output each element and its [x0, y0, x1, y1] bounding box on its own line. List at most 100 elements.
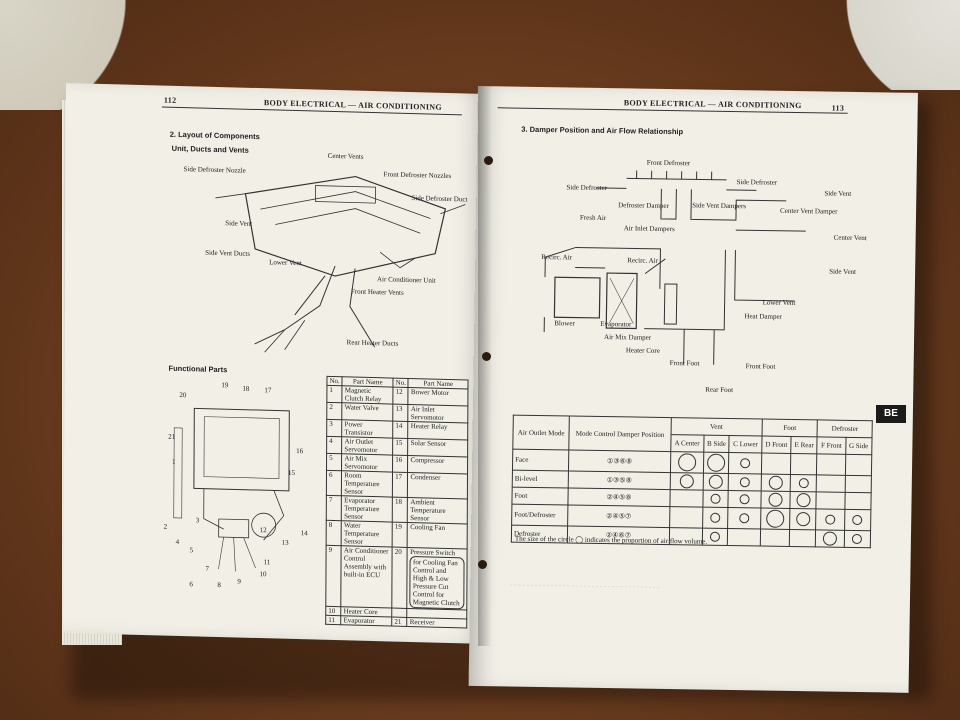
- label-rear-foot: Rear Foot: [705, 385, 734, 395]
- flow-volume-circle: [708, 474, 723, 489]
- flow-cell: [760, 507, 791, 530]
- label-recirc-air-left: Recirc. Air: [541, 253, 573, 262]
- label-blower: Blower: [554, 319, 575, 328]
- flow-cell: [727, 528, 761, 546]
- callout-21: 21: [168, 432, 176, 441]
- flow-volume-circle: [852, 514, 863, 526]
- cell: 13: [392, 404, 409, 422]
- flow-volume-circle: [798, 478, 809, 489]
- flow-volume-circle: [740, 458, 751, 469]
- cell: Evaporator: [341, 615, 392, 627]
- flow-cell: [844, 492, 872, 510]
- callout-8: 8: [217, 580, 221, 590]
- header-foot: Foot: [761, 419, 818, 437]
- label-front-foot-right: Front Foot: [745, 362, 776, 371]
- label-defroster-damper: Defroster Damper: [618, 201, 669, 211]
- callout-20: 20: [179, 390, 187, 400]
- flow-cell: [844, 509, 871, 531]
- cell: Air Conditioner Control Assembly with bu…: [341, 545, 393, 609]
- book-gutter: [478, 86, 492, 646]
- label-side-defroster-duct: Side Defroster Duct: [411, 194, 468, 204]
- circle-footnote: The size of the circle ◯ indicates the p…: [514, 534, 708, 546]
- cell: 20: [391, 547, 408, 609]
- label-air-conditioner-unit: Air Conditioner Unit: [376, 275, 436, 285]
- flow-volume-circle: [677, 453, 696, 472]
- cell: Cooling Fan: [407, 522, 468, 550]
- cell: Heater Relay: [408, 421, 468, 441]
- airflow-table: Air Outlet Mode Mode Control Damper Posi…: [511, 415, 873, 549]
- flow-volume-circle: [739, 513, 750, 524]
- flow-cell: [790, 474, 817, 492]
- subheader-5: F Front: [817, 436, 846, 455]
- label-side-defroster-right: Side Defroster: [736, 178, 778, 187]
- label-air-mix-damper: Air Mix Damper: [604, 333, 652, 342]
- section-tab-be: BE: [876, 405, 906, 423]
- callout-5: 5: [189, 546, 194, 555]
- flow-volume-circle: [825, 514, 836, 525]
- background-corner-right: [840, 0, 960, 90]
- flow-cell: [670, 451, 704, 474]
- damper-position-cell: ①③⑤⑧: [568, 470, 671, 490]
- cell: Condenser: [407, 472, 468, 500]
- flow-cell: [760, 528, 790, 547]
- flow-cell: [816, 508, 845, 531]
- cell: 2: [326, 402, 343, 420]
- left-page-number: 112: [163, 95, 177, 105]
- cell: 7: [326, 495, 342, 521]
- flow-volume-circle: [710, 512, 721, 523]
- mode-cell: Face: [512, 449, 569, 471]
- callout-14: 14: [300, 529, 308, 538]
- flow-cell: [790, 491, 817, 509]
- flow-cell: [702, 452, 730, 474]
- cell: 9: [325, 545, 342, 607]
- cell: 12: [393, 387, 409, 405]
- flow-volume-circle: [852, 533, 863, 545]
- flow-cell: [728, 507, 761, 529]
- flow-cell: [816, 474, 845, 493]
- binding-hole: [482, 352, 491, 361]
- subheader-3: D Front: [761, 436, 792, 454]
- flow-cell: [815, 529, 845, 548]
- damper-position-cell: ①③⑥⑧: [568, 449, 671, 473]
- label-evaporator: Evaporator: [600, 319, 632, 329]
- label-front-defroster-nozzles: Front Defroster Nozzles: [383, 170, 452, 181]
- flow-cell: [790, 453, 818, 475]
- cell: Magnetic Clutch Relay: [342, 385, 394, 405]
- flow-cell: [760, 490, 791, 509]
- flow-volume-circle: [709, 531, 721, 542]
- cell: Water Valve: [342, 402, 394, 422]
- header-air-outlet-mode: Air Outlet Mode: [512, 415, 570, 450]
- subheader-2: C Lower: [729, 435, 762, 453]
- label-heat-damper: Heat Damper: [744, 312, 782, 321]
- cell: 14: [392, 421, 409, 439]
- flow-volume-circle: [766, 509, 785, 528]
- callout-18: 18: [242, 384, 250, 393]
- flow-cell: [843, 530, 871, 548]
- label-side-vent: Side Vent: [225, 219, 253, 228]
- cell: 19: [392, 522, 408, 548]
- flow-volume-circle: [706, 453, 726, 472]
- label-lower-vent: Lower Vent: [762, 298, 796, 308]
- cell: Air Inlet Servomotor: [408, 404, 468, 424]
- header-defroster: Defroster: [817, 419, 873, 438]
- right-page-header: BODY ELECTRICAL — AIR CONDITIONING: [623, 98, 802, 111]
- flow-cell: [702, 507, 729, 529]
- cell: Air Mix Servomotor: [341, 453, 393, 473]
- callout-12: 12: [259, 526, 267, 535]
- label-heater-core: Heater Core: [625, 346, 660, 355]
- cell: 4: [326, 436, 343, 454]
- cell: Ambient Temperature Sensor: [407, 497, 468, 525]
- cell: Compressor: [407, 455, 468, 475]
- callout-4: 4: [175, 537, 180, 546]
- pressure-switch-note: for Cooling Fan Control and High & Low P…: [409, 556, 465, 610]
- cell: 15: [392, 438, 409, 456]
- cell: Bower Motor: [408, 387, 468, 407]
- flow-cell: [816, 453, 846, 476]
- right-page-number: 113: [831, 103, 845, 113]
